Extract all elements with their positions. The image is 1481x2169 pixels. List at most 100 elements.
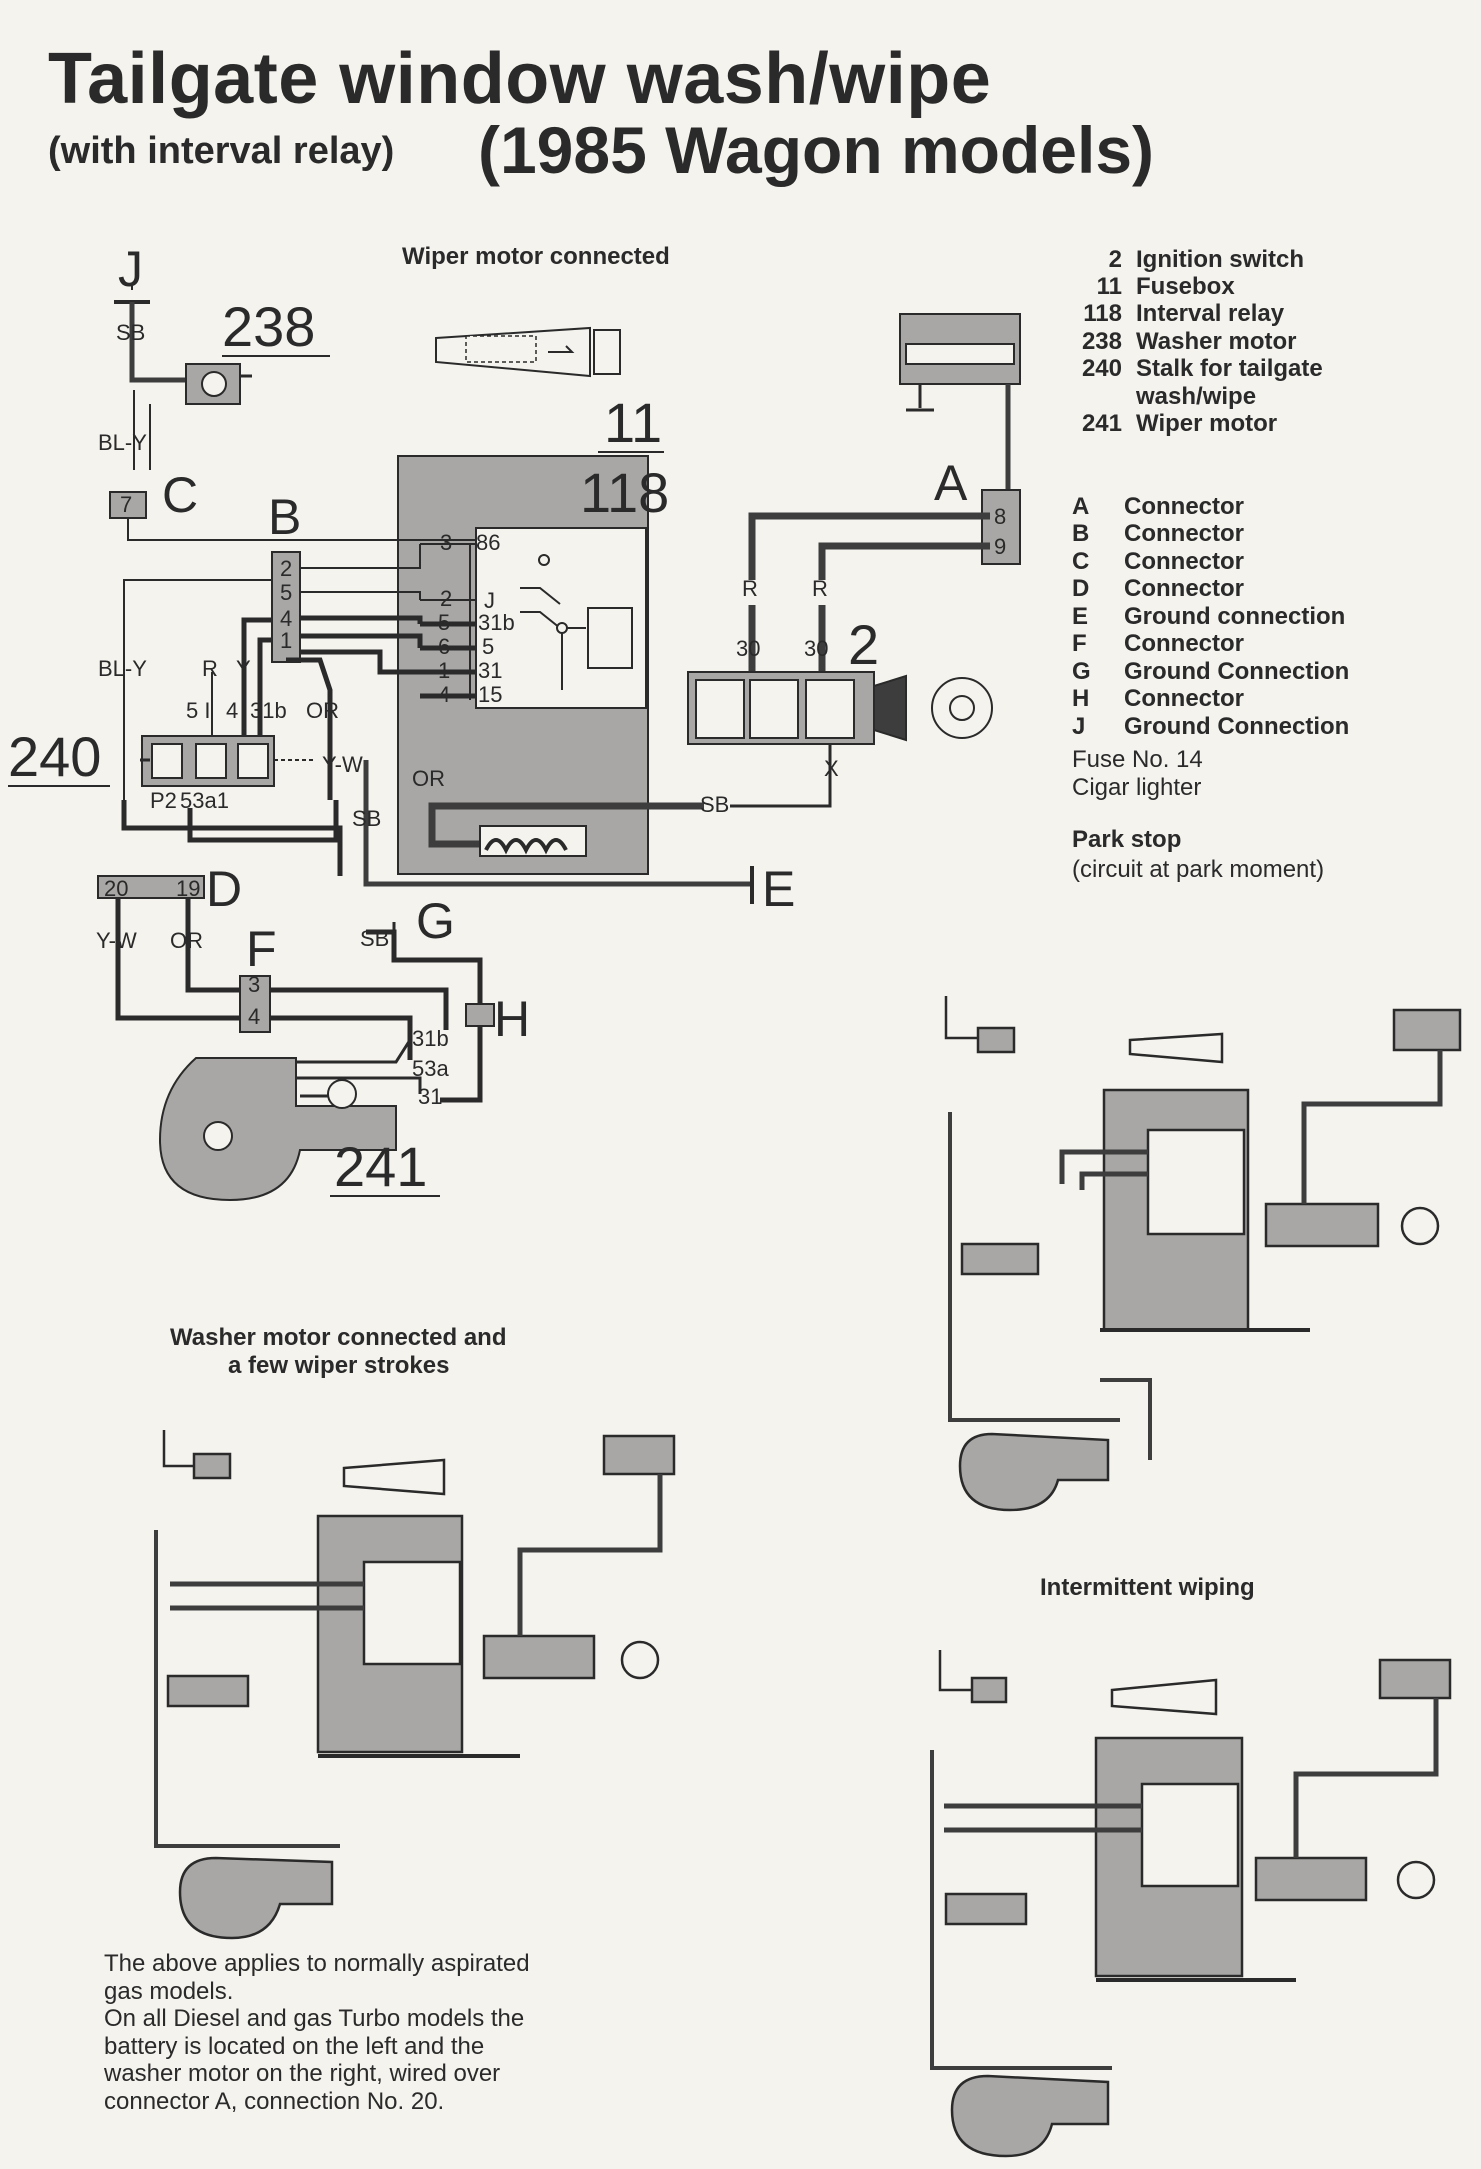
label-31-motor: 31 [418, 1084, 442, 1109]
label-30-right: 30 [804, 636, 828, 661]
footnote-line: The above applies to normally aspirated [104, 1950, 530, 1977]
label-j-relay: J [484, 588, 495, 613]
label-31b-relay: 31b [478, 610, 515, 635]
label-a-pin-8: 8 [994, 504, 1006, 529]
legend-item: wash/wipe [1136, 383, 1257, 410]
label-e: E [762, 861, 795, 917]
label-b-pin-2: 2 [280, 556, 292, 581]
label-240: 240 [8, 725, 101, 788]
label-30-left: 30 [736, 636, 760, 661]
label-or-box: OR [412, 766, 445, 791]
label-b: B [268, 489, 301, 545]
label-2: 2 [848, 613, 879, 676]
label-20: 20 [104, 876, 128, 901]
label-y-stalk: Y [236, 656, 251, 681]
label-r-right: R [812, 576, 828, 601]
label-pin-6: 6 [438, 634, 450, 659]
relay-coil [587, 607, 633, 669]
label-sb: SB [116, 320, 145, 345]
footnote-line: On all Diesel and gas Turbo models the [104, 2005, 525, 2032]
footnote-line: washer motor on the right, wired over [104, 2060, 501, 2087]
label-241: 241 [334, 1135, 427, 1198]
label-pin-4: 4 [438, 682, 450, 707]
label-j: J [118, 241, 143, 297]
connector-b [271, 551, 301, 663]
label-sb-stalk: SB [352, 806, 381, 831]
label-86: 86 [476, 530, 500, 555]
label-bl-y-lower: BL-Y [98, 656, 147, 681]
footnote-line: gas models. [104, 1977, 234, 2005]
label-15: 15 [478, 682, 502, 707]
label-5-relay: 5 [482, 634, 494, 659]
label-bl-y: BL-Y [98, 430, 147, 455]
label-pin-3: 3 [440, 530, 452, 555]
footnote: The above applies to normally aspirated … [104, 1950, 624, 2115]
caption-washer-line2: a few wiper strokes [228, 1352, 450, 1379]
label-f-pin-4: 4 [248, 1004, 260, 1029]
label-b-pin-5: 5 [280, 580, 292, 605]
legend-fuse-note: Fuse No. 14 [1072, 746, 1203, 773]
label-r-left: R [742, 576, 758, 601]
label-53a: 53a [412, 1056, 449, 1081]
legend-park-title: Park stop [1072, 826, 1182, 853]
label-11: 11 [604, 391, 662, 454]
label-31-relay: 31 [478, 658, 502, 683]
label-pin-1: 1 [438, 658, 450, 683]
label-f: F [246, 921, 277, 977]
label-118: 118 [580, 461, 669, 524]
label-c-pin-7: 7 [120, 492, 132, 517]
page-subtitle-relay: (with interval relay) [48, 130, 395, 172]
legend-park-desc: (circuit at park moment) [1072, 856, 1325, 883]
label-31b-stalk: 31b [250, 698, 287, 723]
label-b-pin-1: 1 [280, 628, 292, 653]
label-5i: 5 I [186, 698, 210, 723]
connector-c [109, 491, 147, 519]
connector-a [981, 489, 1021, 565]
footnote-line: battery is located on the left and the [104, 2032, 485, 2060]
label-sb-g: SB [360, 926, 389, 951]
page-title: Tailgate window wash/wipe [48, 39, 992, 119]
thumbnail-wiper-connected [944, 996, 1462, 1512]
label-d: D [206, 861, 242, 917]
label-19: 19 [176, 876, 200, 901]
label-pin-5: 5 [438, 610, 450, 635]
label-pin-2: 2 [440, 586, 452, 611]
connector-h [465, 1003, 495, 1027]
legend-cigar-note: Cigar lighter [1072, 774, 1202, 801]
connector-d [97, 875, 205, 899]
label-g: G [416, 893, 455, 949]
label-r-stalk: R [202, 656, 218, 681]
label-a: A [934, 455, 968, 511]
wiper-motor [158, 1057, 397, 1202]
label-sb-x: SB [700, 792, 729, 817]
label-or: OR [170, 928, 203, 953]
caption-intermittent: Intermittent wiping [1040, 1574, 1255, 1601]
label-c: C [162, 467, 198, 523]
label-53a1: 53a1 [180, 788, 229, 813]
footnote-line: connector A, connection No. 20. [104, 2087, 445, 2115]
label-h: H [494, 991, 530, 1047]
page-subtitle-models: (1985 Wagon models) [478, 113, 1155, 187]
label-x: X [824, 756, 839, 781]
label-or-stalk: OR [306, 698, 339, 723]
label-b-pin-4: 4 [280, 606, 292, 631]
label-4: 4 [226, 698, 238, 723]
connector-f [239, 975, 271, 1033]
thumbnail-intermittent [930, 1650, 1452, 2158]
label-31b-motor: 31b [412, 1026, 449, 1051]
